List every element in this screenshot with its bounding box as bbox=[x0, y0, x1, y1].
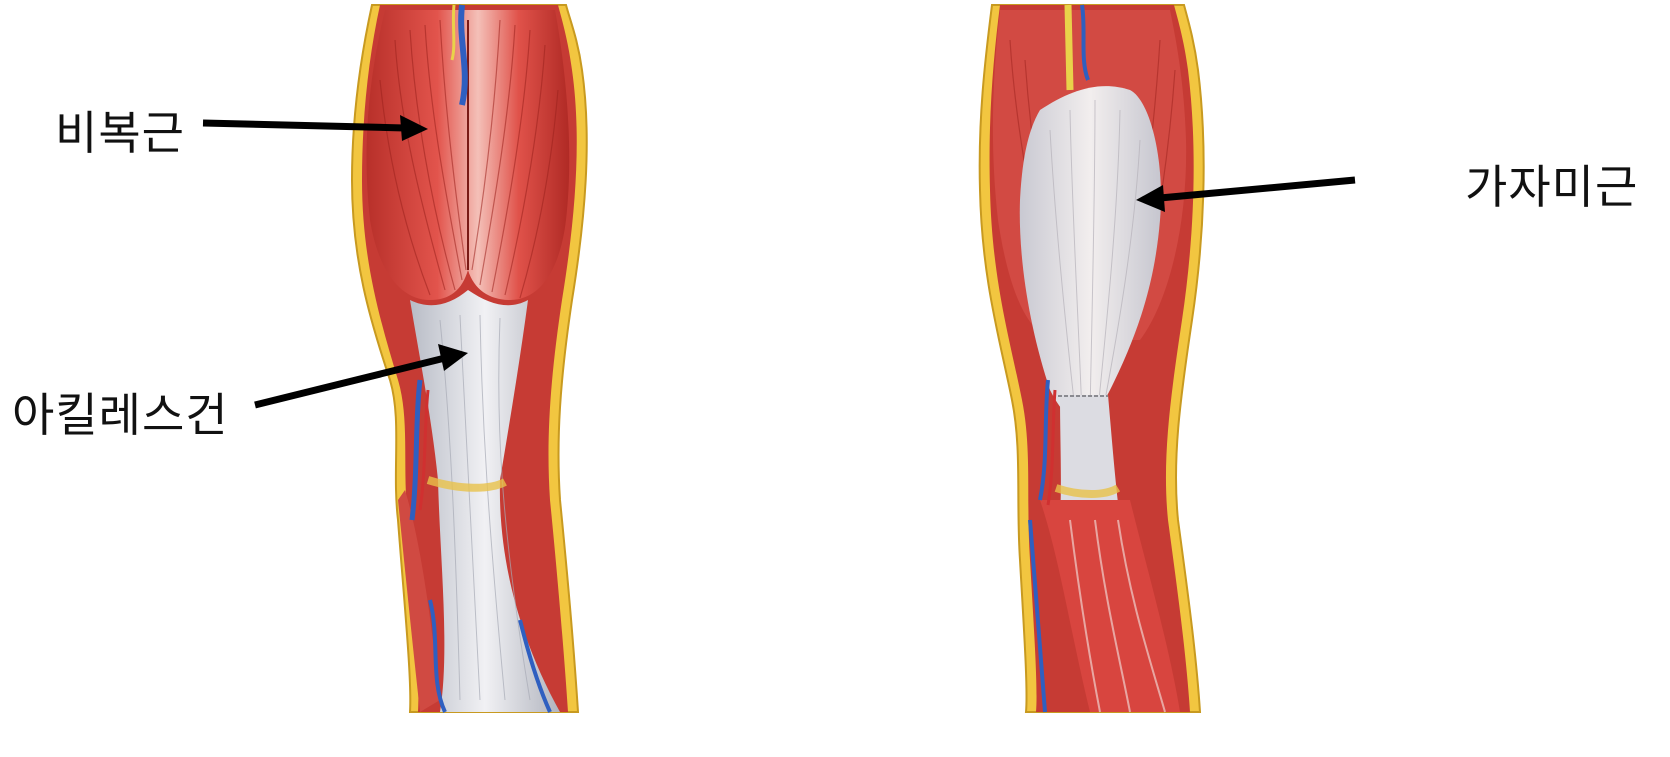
left-top-vein bbox=[461, 5, 465, 105]
right-top-nerve bbox=[1068, 5, 1070, 90]
gastrocnemius-label: 비복근 bbox=[55, 110, 185, 156]
soleus-label: 가자미근 bbox=[1465, 164, 1638, 210]
achilles-tendon-label: 아킬레스건 bbox=[12, 392, 229, 438]
left-top-nerve bbox=[452, 5, 454, 60]
right-leg-figure bbox=[980, 5, 1204, 712]
left-leg-figure bbox=[352, 5, 587, 712]
